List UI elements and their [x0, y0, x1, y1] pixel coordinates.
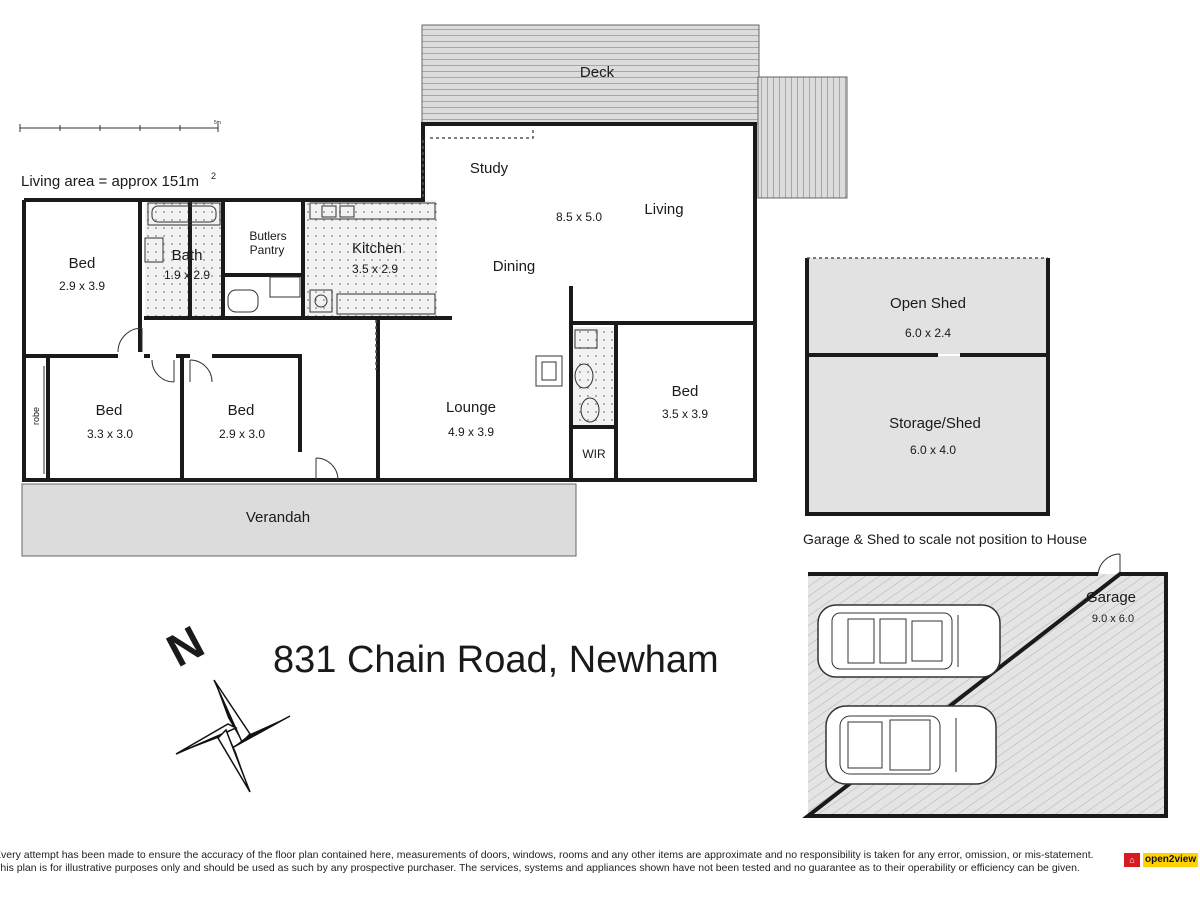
car-icon	[817, 604, 1001, 678]
kitchen-size: 3.5 x 2.9	[352, 262, 398, 276]
study-partition	[430, 128, 534, 139]
bed-4-size: 3.5 x 3.9	[662, 407, 708, 421]
butlers-pantry-label-1: Butlers	[249, 229, 286, 243]
house-icon: ⌂	[1124, 852, 1140, 867]
bed-1-label: Bed	[69, 255, 96, 272]
compass-rose-icon	[175, 679, 291, 793]
bed-4-label: Bed	[672, 383, 699, 400]
bed-3-label: Bed	[228, 402, 255, 419]
butlers-pantry-label-2: Pantry	[250, 243, 285, 257]
deck-label: Deck	[580, 64, 615, 81]
disclaimer-line-2: This plan is for illustrative purposes o…	[0, 862, 1080, 874]
verandah-label: Verandah	[246, 509, 310, 526]
wir-label: WIR	[582, 447, 606, 461]
storage-shed-label: Storage/Shed	[889, 415, 981, 432]
logo-text: open2view	[1143, 852, 1199, 867]
house-walls	[22, 122, 757, 482]
open2view-logo: ⌂ open2view	[1124, 851, 1200, 868]
ensuite-floor	[573, 327, 616, 427]
living-size: 8.5 x 5.0	[556, 210, 602, 224]
verandah-area	[21, 483, 577, 557]
disclaimer: Every attempt has been made to ensure th…	[0, 849, 1115, 875]
living-area-label: Living area = approx 151m	[21, 173, 199, 190]
fixtures	[43, 202, 600, 474]
bath-floor	[145, 200, 223, 316]
bed-2-label: Bed	[96, 402, 123, 419]
lounge-size: 4.9 x 3.9	[448, 425, 494, 439]
bed-1-size: 2.9 x 3.9	[59, 279, 105, 293]
robe-label: robe	[31, 407, 41, 425]
storage-shed-size: 6.0 x 4.0	[910, 443, 956, 457]
compass-north-label: N	[158, 615, 212, 677]
garage-size: 9.0 x 6.0	[1092, 613, 1134, 625]
scale-note: Garage & Shed to scale not position to H…	[803, 531, 1087, 547]
property-address: 831 Chain Road, Newham	[273, 639, 719, 681]
garage-label: Garage	[1086, 589, 1136, 606]
dining-label: Dining	[493, 258, 536, 275]
deck-side-steps	[757, 76, 848, 199]
bath-label: Bath	[172, 247, 203, 264]
open-shed-size: 6.0 x 2.4	[905, 326, 951, 340]
car-icon	[825, 705, 997, 785]
study-label: Study	[470, 160, 509, 177]
open-shed-label: Open Shed	[890, 295, 966, 312]
living-label: Living	[644, 201, 683, 218]
bath-size: 1.9 x 2.9	[164, 268, 210, 282]
living-area-superscript: 2	[211, 171, 216, 181]
bed-3-size: 2.9 x 3.0	[219, 427, 265, 441]
disclaimer-line-1: Every attempt has been made to ensure th…	[0, 849, 1094, 861]
lounge-label: Lounge	[446, 399, 496, 416]
kitchen-label: Kitchen	[352, 240, 402, 257]
scale-bar-end-label: 5m	[214, 120, 221, 126]
bed-2-size: 3.3 x 3.0	[87, 427, 133, 441]
scale-bar: 5m	[19, 120, 221, 132]
sheds	[805, 257, 1050, 516]
